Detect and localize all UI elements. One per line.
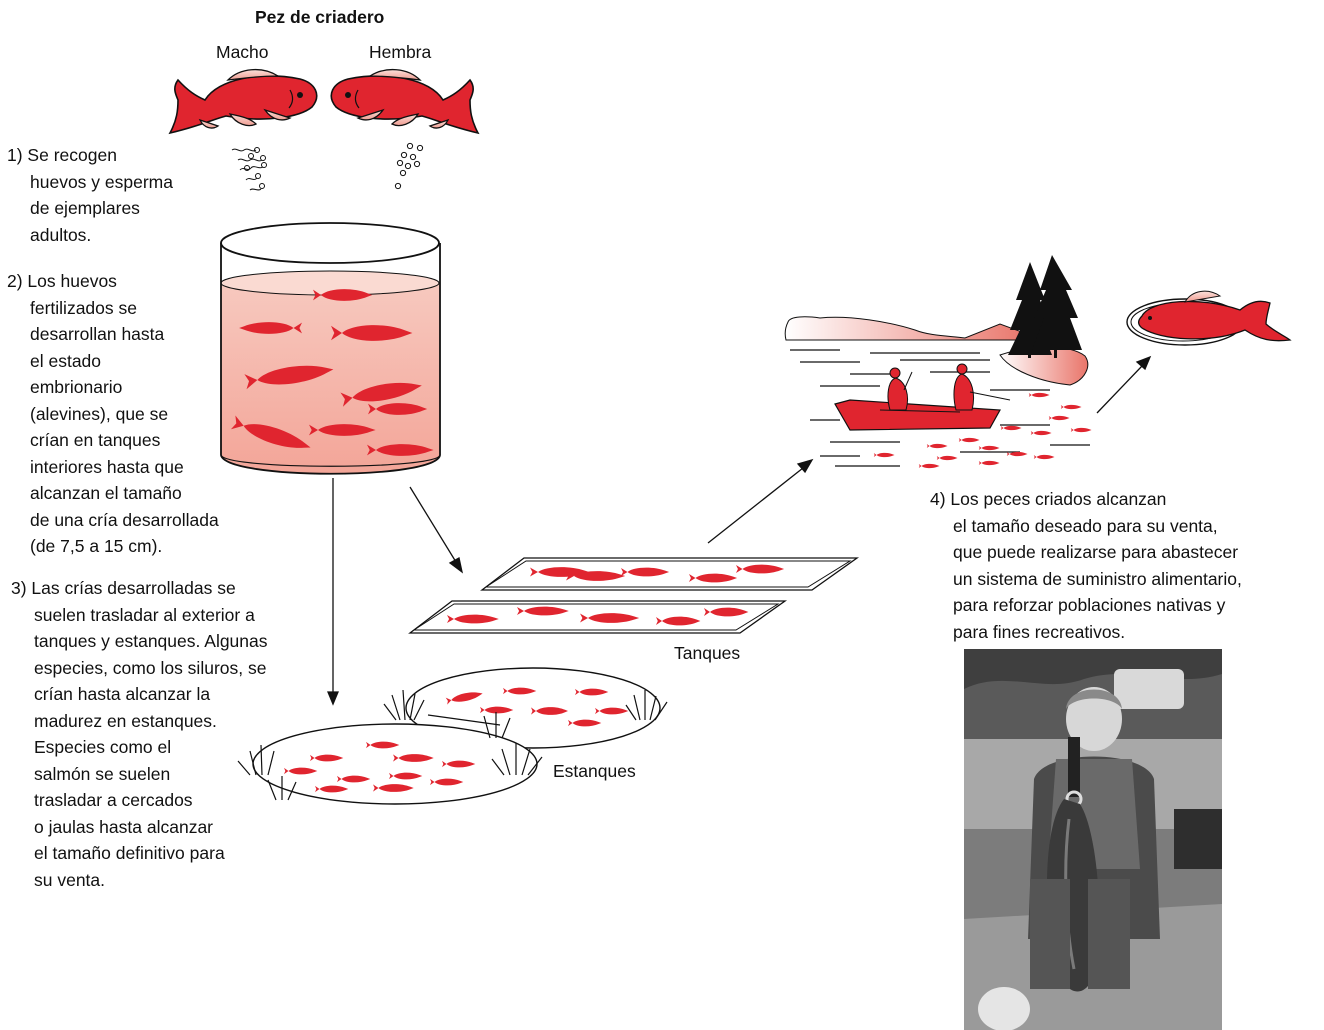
step-text-line: 1) Se recogen xyxy=(7,142,173,169)
ponds-label: Estanques xyxy=(553,761,636,782)
step-text-line: para reforzar poblaciones nativas y xyxy=(930,592,1242,619)
step-text-line: huevos y esperma xyxy=(7,169,173,196)
indoor-tank xyxy=(221,223,440,474)
male-label: Macho xyxy=(216,42,269,63)
step-text-line: para fines recreativos. xyxy=(930,619,1242,646)
step-text-line: trasladar a cercados xyxy=(11,787,268,814)
step-text-line: 2) Los huevos xyxy=(7,268,219,295)
step-text-line: desarrollan hasta xyxy=(7,321,219,348)
tanks-label: Tanques xyxy=(674,643,740,664)
plate-icon xyxy=(1127,291,1290,345)
sperm-icon xyxy=(232,148,267,191)
step-text-line: un sistema de suministro alimentario, xyxy=(930,566,1242,593)
lake-scene xyxy=(785,255,1091,468)
step-text-line: madurez en estanques. xyxy=(11,708,268,735)
diagram-title: Pez de criadero xyxy=(255,7,384,28)
step-text-line: salmón se suelen xyxy=(11,761,268,788)
step-text-line: de una cría desarrollada xyxy=(7,507,219,534)
ponds xyxy=(238,668,667,804)
step-text-line: (alevines), que se xyxy=(7,401,219,428)
male-fish-icon xyxy=(170,70,317,133)
step-1-text: 1) Se recogen huevos y esperma de ejempl… xyxy=(7,142,173,248)
step-text-line: Especies como el xyxy=(11,734,268,761)
step-text-line: o jaulas hasta alcanzar xyxy=(11,814,268,841)
female-label: Hembra xyxy=(369,42,431,63)
step-text-line: fertilizados se xyxy=(7,295,219,322)
egg-icon xyxy=(395,143,422,188)
step-text-line: su venta. xyxy=(11,867,268,894)
step-text-line: de ejemplares xyxy=(7,195,173,222)
step-text-line: que puede realizarse para abastecer xyxy=(930,539,1242,566)
step-text-line: especies, como los siluros, se xyxy=(11,655,268,682)
step-text-line: crían en tanques xyxy=(7,427,219,454)
tree-icon xyxy=(1008,255,1082,358)
step-text-line: 4) Los peces criados alcanzan xyxy=(930,486,1242,513)
raceway-tanks xyxy=(410,558,857,633)
step-text-line: el tamaño definitivo para xyxy=(11,840,268,867)
female-fish-icon xyxy=(331,70,478,133)
step-2-text: 2) Los huevos fertilizados se desarrolla… xyxy=(7,268,219,560)
step-text-line: embrionario xyxy=(7,374,219,401)
step-text-line: (de 7,5 a 15 cm). xyxy=(7,533,219,560)
step-text-line: adultos. xyxy=(7,222,173,249)
step-text-line: crían hasta alcanzar la xyxy=(11,681,268,708)
step-text-line: suelen trasladar al exterior a xyxy=(11,602,268,629)
step-text-line: 3) Las crías desarrolladas se xyxy=(11,575,268,602)
photo-illustration xyxy=(964,649,1222,1030)
step-3-text: 3) Las crías desarrolladas se suelen tra… xyxy=(11,575,268,893)
photo-boy-with-fish xyxy=(964,649,1222,1030)
step-4-text: 4) Los peces criados alcanzan el tamaño … xyxy=(930,486,1242,645)
step-text-line: alcanzan el tamaño xyxy=(7,480,219,507)
step-text-line: el estado xyxy=(7,348,219,375)
step-text-line: el tamaño deseado para su venta, xyxy=(930,513,1242,540)
step-text-line: tanques y estanques. Algunas xyxy=(11,628,268,655)
step-text-line: interiores hasta que xyxy=(7,454,219,481)
